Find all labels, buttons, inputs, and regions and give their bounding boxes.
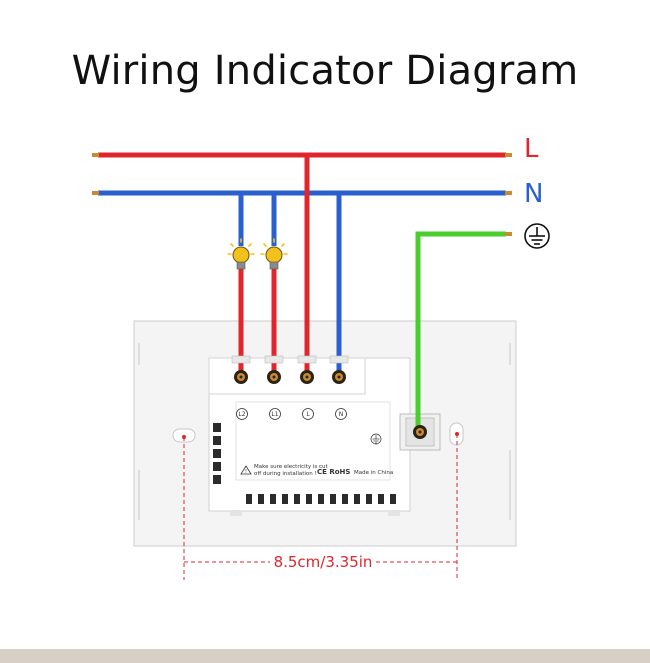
screw-l2 xyxy=(234,370,248,384)
ce-rohs-mark: CE RoHS xyxy=(317,468,350,476)
earth-ground-icon xyxy=(524,223,550,249)
warning-icon: ! xyxy=(245,469,247,475)
live-label: L xyxy=(524,134,539,164)
dimension-indicator xyxy=(183,434,458,580)
screw-l xyxy=(300,370,314,384)
light-bulb-icon xyxy=(227,238,255,270)
screw-earth xyxy=(413,425,427,439)
terminal-screws xyxy=(231,355,427,439)
terminal-label-l2: L2 xyxy=(238,411,245,418)
terminal-labels: L2 L1 L N xyxy=(236,408,347,420)
page-title: Wiring Indicator Diagram xyxy=(71,48,579,94)
side-notches xyxy=(213,423,221,484)
made-in-label: Made in China xyxy=(354,470,393,476)
light-bulb-icon xyxy=(260,238,288,270)
earth-wire xyxy=(415,231,506,432)
vent-slots xyxy=(246,494,396,504)
terminal-label-l: L xyxy=(306,411,310,418)
warning-text-line2: off during installation ! xyxy=(254,471,317,477)
warning-text-line1: Make sure electricity is cut xyxy=(254,464,328,470)
terminal-label-n: N xyxy=(339,411,344,418)
screw-n xyxy=(332,370,346,384)
screw-l1 xyxy=(267,370,281,384)
wires xyxy=(92,152,512,432)
ground-symbol-small xyxy=(370,433,382,445)
terminal-label-l1: L1 xyxy=(271,411,278,418)
dimension-label: 8.5cm/3.35in xyxy=(274,553,373,571)
warning-label: ! Make sure electricity is cut off durin… xyxy=(240,464,393,477)
neutral-label: N xyxy=(524,179,543,209)
footer-band xyxy=(0,649,650,663)
